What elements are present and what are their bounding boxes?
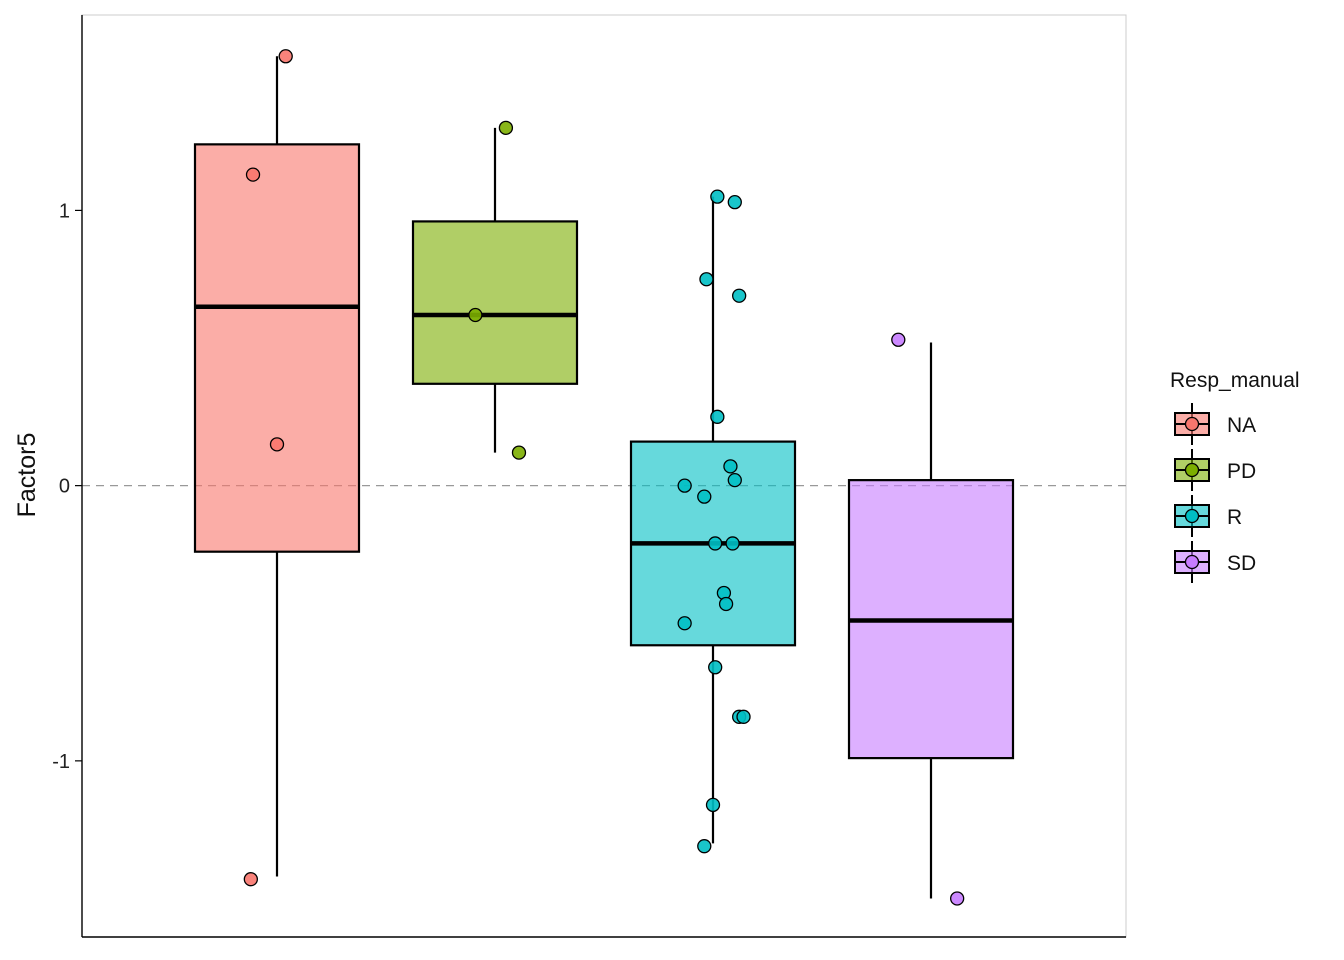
group-sd-point xyxy=(891,332,906,347)
legend-label-na: NA xyxy=(1227,414,1256,437)
legend-key-sd-point xyxy=(1184,554,1200,570)
group-r-point xyxy=(736,709,751,724)
group-na-point xyxy=(278,49,293,64)
legend: Resp_manual NA PD R SD xyxy=(1170,369,1300,583)
y-tick-label: -1 xyxy=(52,751,70,773)
group-r-point xyxy=(723,459,738,474)
legend-title: Resp_manual xyxy=(1170,369,1300,392)
legend-label-r: R xyxy=(1227,506,1242,529)
group-na-point xyxy=(269,437,285,452)
group-r-point xyxy=(732,288,747,303)
group-pd-box xyxy=(411,220,579,385)
group-r-point xyxy=(718,596,734,612)
y-axis-title: Factor5 xyxy=(13,433,41,518)
legend-key-pd-point xyxy=(1184,462,1200,478)
legend-key-r-point xyxy=(1184,508,1200,524)
group-pd-point xyxy=(511,445,527,460)
y-tick-label: 1 xyxy=(59,200,70,222)
group-r-point xyxy=(677,616,692,631)
group-r-point xyxy=(710,409,725,424)
group-r-point xyxy=(708,536,723,551)
legend-label-pd: PD xyxy=(1227,460,1256,483)
group-sd-point xyxy=(950,891,965,906)
group-r-point xyxy=(725,536,740,551)
group-r-point xyxy=(727,195,742,210)
legend-key-na-point xyxy=(1184,416,1200,432)
group-pd-point xyxy=(468,307,483,323)
group-r-point xyxy=(677,478,692,493)
group-r-point xyxy=(727,472,742,488)
group-na-point xyxy=(245,167,261,182)
group-r-point xyxy=(708,660,723,675)
y-tick-label: 0 xyxy=(59,476,70,498)
group-r-point xyxy=(710,189,725,204)
group-r-point xyxy=(699,272,714,287)
group-r-point xyxy=(697,489,712,504)
group-r-point xyxy=(705,797,721,813)
group-pd-point xyxy=(498,120,514,135)
group-na-box xyxy=(193,143,361,553)
legend-label-sd: SD xyxy=(1227,552,1256,575)
group-na-point xyxy=(243,872,258,887)
group-r-point xyxy=(697,839,712,854)
